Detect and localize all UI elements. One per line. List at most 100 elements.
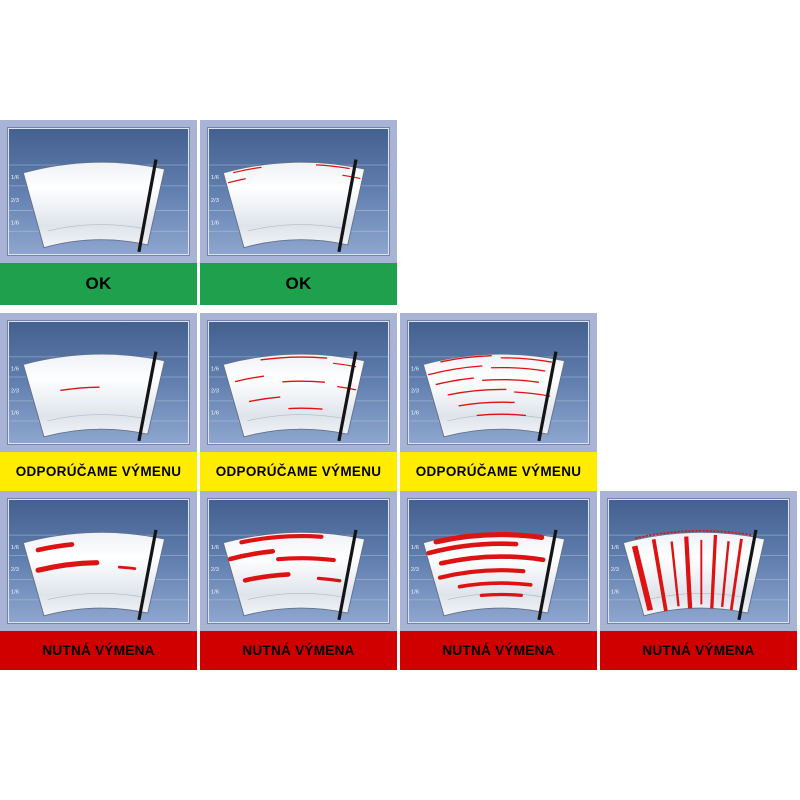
wiper-blade-icon xyxy=(537,529,558,621)
wear-streak xyxy=(288,407,323,410)
cell-ok-2: 1/6 2/3 1/6 OK xyxy=(200,120,397,305)
status-bar-ok: OK xyxy=(200,263,397,305)
cell-replace-1: 1/6 2/3 1/6 NUTNÁ VÝMENA xyxy=(0,491,197,670)
sweep-inner-arc xyxy=(247,224,344,232)
wear-streak xyxy=(513,391,551,397)
wear-streak xyxy=(35,560,100,573)
wiper-illustration-single-streak: 1/6 2/3 1/6 xyxy=(9,351,188,442)
zone-label: 1/6 xyxy=(11,367,19,373)
zone-label: 2/3 xyxy=(211,389,219,395)
cell-warn-1: 1/6 2/3 1/6 ODPORÚČAME VÝMENU xyxy=(0,313,197,491)
top-wear-marking xyxy=(635,529,753,539)
zone-label: 1/6 xyxy=(11,411,19,417)
zone-label: 2/3 xyxy=(11,198,19,204)
zone-label: 1/6 xyxy=(211,175,219,181)
wear-streak xyxy=(427,365,483,376)
wear-streak xyxy=(435,377,474,386)
zone-label: 1/6 xyxy=(11,221,19,227)
vertical-smear xyxy=(720,541,730,607)
wiper-illustration-many-streaks: 1/62/31/6 xyxy=(409,351,588,442)
wear-streak xyxy=(426,541,519,556)
sweep-inner-arc xyxy=(247,414,344,422)
zone-label: 1/6 xyxy=(611,545,619,551)
zone-label: 2/3 xyxy=(211,567,219,573)
zone-label: 2/3 xyxy=(11,567,19,573)
wear-streak xyxy=(60,386,100,391)
vertical-smear xyxy=(631,545,654,611)
zone-label: 1/6 xyxy=(211,367,219,373)
wiper-illustration-clean: 1/62/31/6 xyxy=(9,159,188,253)
status-bar-ok: OK xyxy=(0,263,197,305)
zone-label: 1/6 xyxy=(411,367,419,373)
wiper-picture: 1/6 2/3 1/6 xyxy=(400,491,597,631)
wear-streak xyxy=(227,178,246,184)
wiper-picture: 1/6 2/3 1/6 xyxy=(200,120,397,263)
wear-streak xyxy=(260,356,328,361)
wear-streak xyxy=(440,355,492,363)
wiper-blade-icon xyxy=(137,351,158,442)
cell-replace-3: 1/6 2/3 1/6 NUTNÁ VÝMENA xyxy=(400,491,597,670)
status-bar-replace: NUTNÁ VÝMENA xyxy=(0,631,197,670)
zone-label: 1/6 xyxy=(211,589,219,595)
wear-streak xyxy=(276,556,336,563)
zone-label: 1/6 xyxy=(411,589,419,595)
wear-streak xyxy=(242,572,291,583)
vertical-smear xyxy=(670,541,680,607)
wear-streak xyxy=(233,166,262,174)
status-bar-replace: NUTNÁ VÝMENA xyxy=(400,631,597,670)
wear-streak xyxy=(337,386,357,391)
windshield-panel: 1/6 2/3 1/6 xyxy=(8,321,189,444)
wiper-blade-icon xyxy=(337,529,358,621)
status-bar-warn: ODPORÚČAME VÝMENU xyxy=(0,452,197,491)
zone-label: 1/6 xyxy=(611,589,619,595)
wiper-illustration-several-streaks: 1/6 2/3 1/6 xyxy=(209,351,388,442)
windshield-panel: 1/6 2/3 1/6 xyxy=(208,321,389,444)
windshield-panel: 1/6 2/3 1/6 xyxy=(608,499,789,623)
wear-streak xyxy=(315,164,350,170)
wear-streak xyxy=(316,576,342,583)
wear-streak xyxy=(239,534,324,545)
zone-label: 1/6 xyxy=(411,545,419,551)
zone-label: 1/6 xyxy=(211,411,219,417)
vertical-smear xyxy=(729,538,743,611)
wiper-illustration-light-streaks: 1/6 2/3 1/6 xyxy=(209,159,388,253)
wiper-picture: 1/6 2/3 1/6 xyxy=(0,313,197,452)
vertical-smear xyxy=(651,538,668,612)
status-bar-warn: ODPORÚČAME VÝMENU xyxy=(400,452,597,491)
zone-label: 2/3 xyxy=(11,389,19,395)
zone-label: 1/6 xyxy=(11,589,19,595)
wear-streak xyxy=(479,592,523,597)
status-bar-replace: NUTNÁ VÝMENA xyxy=(200,631,397,670)
zone-label: 1/6 xyxy=(211,221,219,227)
zone-label: 2/3 xyxy=(411,567,419,573)
wiper-picture: 1/6 2/3 1/6 xyxy=(200,313,397,452)
zone-label: 2/3 xyxy=(211,198,219,204)
wear-streak xyxy=(490,366,546,372)
sweep-inner-arc xyxy=(47,224,144,232)
windshield-panel: 1/6 2/3 1/6 xyxy=(408,499,589,623)
vertical-smear xyxy=(684,536,693,609)
sweep-inner-arc xyxy=(647,593,744,600)
wear-streak xyxy=(458,401,515,407)
zone-label: 2/3 xyxy=(411,389,419,395)
zone-label: 1/6 xyxy=(11,545,19,551)
sweep-inner-arc xyxy=(247,593,344,600)
zone-label: 2/3 xyxy=(611,567,619,573)
wear-streak xyxy=(117,565,137,570)
wear-streak xyxy=(332,362,357,368)
wear-streak xyxy=(282,380,326,383)
wiper-illustration-thick-smears-many: 1/6 2/3 1/6 xyxy=(409,529,588,621)
wear-streak xyxy=(476,413,527,417)
wear-streak xyxy=(447,388,507,396)
sweep-inner-arc xyxy=(47,414,144,422)
vertical-smear xyxy=(710,534,718,609)
